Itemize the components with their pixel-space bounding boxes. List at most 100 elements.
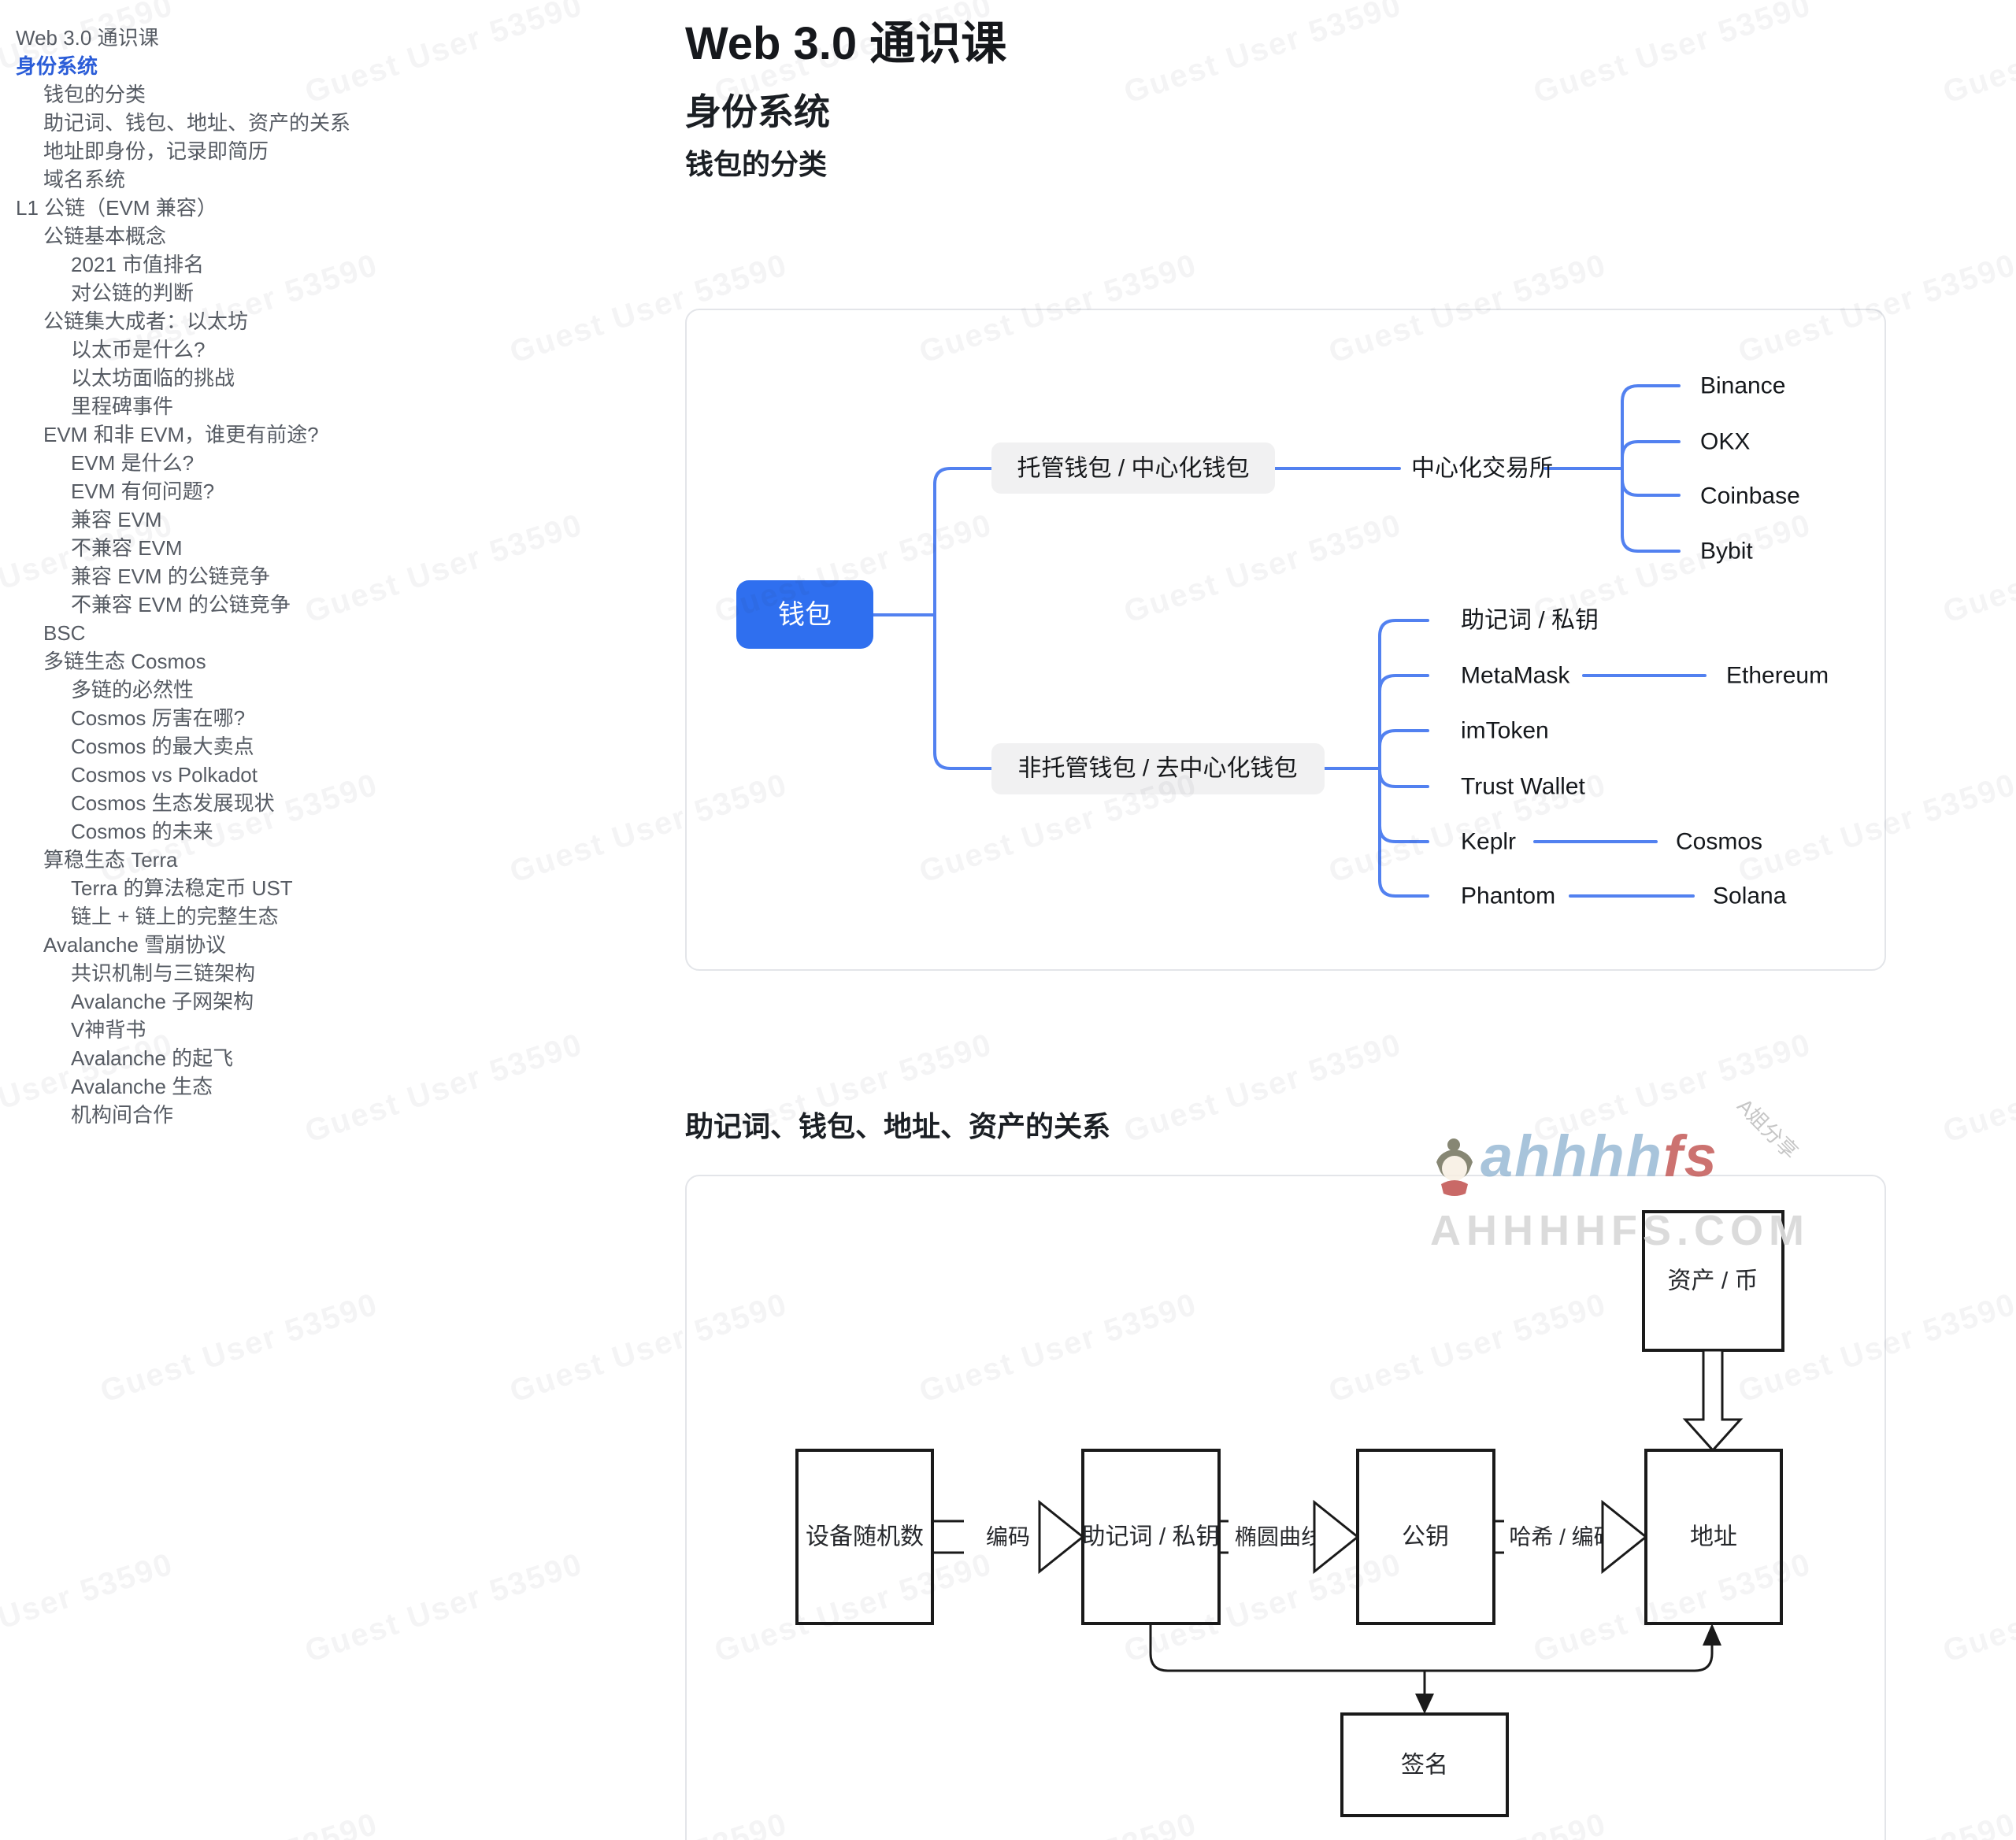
edge-label: 哈希 / 编码 xyxy=(1509,1525,1615,1549)
sidebar-item[interactable]: 不兼容 EVM xyxy=(71,536,183,560)
right-arrowhead-icon xyxy=(1601,1499,1648,1575)
sidebar-item[interactable]: Avalanche 的起飞 xyxy=(71,1046,234,1070)
watermark-text: Guest User 53590 xyxy=(1120,0,1406,110)
wallet-child-label: imToken xyxy=(1461,718,1549,744)
sidebar-item[interactable]: V神背书 xyxy=(71,1018,146,1042)
watermark-text: Guest User 53590 xyxy=(0,1546,178,1668)
sidebar-item[interactable]: 里程碑事件 xyxy=(71,394,174,418)
sidebar-item[interactable]: 机构间合作 xyxy=(71,1103,174,1127)
sidebar-item[interactable]: 共识机制与三链架构 xyxy=(71,961,256,985)
subsection-heading-wallet-types: 钱包的分类 xyxy=(685,148,828,180)
wallet-mindmap-card: 钱包 托管钱包 / 中心化钱包 非托管钱包 / 去中心化钱包 中心化交易所 Bi… xyxy=(685,309,1886,971)
down-arrow-icon xyxy=(1682,1349,1744,1453)
edge-label-bg xyxy=(964,1510,1052,1562)
edge-label: 编码 xyxy=(986,1525,1030,1549)
sidebar-item[interactable]: 以太坊面临的挑战 xyxy=(71,366,235,390)
sidebar-item[interactable]: Cosmos 的未来 xyxy=(71,820,213,843)
cex-child-label: Coinbase xyxy=(1700,483,1800,509)
flow-node-label: 设备随机数 xyxy=(806,1524,924,1550)
watermark-text: Guest User 53590 xyxy=(1939,1027,2016,1150)
sign-node-label: 签名 xyxy=(1401,1753,1448,1779)
sidebar-item[interactable]: EVM 和非 EVM，谁更有前途? xyxy=(43,423,319,446)
wallet-child-label: 助记词 / 私钥 xyxy=(1461,608,1599,634)
sidebar-item[interactable]: 不兼容 EVM 的公链竞争 xyxy=(71,593,291,616)
sign-node-box xyxy=(1340,1712,1509,1817)
sidebar-item[interactable]: 多链的必然性 xyxy=(71,678,195,702)
sidebar-item[interactable]: Cosmos 的最大卖点 xyxy=(71,735,254,758)
noncustodial-node-box[interactable] xyxy=(991,743,1325,794)
down-arrowhead-icon xyxy=(1415,1694,1434,1714)
sidebar-nav: Web 3.0 通识课身份系统钱包的分类助记词、钱包、地址、资产的关系地址即身份… xyxy=(0,24,472,1129)
wallet-child-label: Trust Wallet xyxy=(1461,774,1585,800)
sidebar-item[interactable]: 公链集大成者：以太坊 xyxy=(43,309,249,333)
relation-flowchart-diagram: 资产 / 币 编码 椭圆曲线 哈希 / 编码 xyxy=(795,1210,1784,1817)
ahhhhfs-tagline: A姐分享 xyxy=(1732,1094,1803,1164)
chain-label: Cosmos xyxy=(1676,829,1762,855)
wallet-child-label: Phantom xyxy=(1461,883,1555,909)
edge-label: 椭圆曲线 xyxy=(1235,1525,1323,1549)
watermark-text: Guest User 53590 xyxy=(1120,1027,1406,1150)
sidebar-item[interactable]: Cosmos vs Polkadot xyxy=(71,763,258,787)
sidebar-item[interactable]: 地址即身份，记录即简历 xyxy=(43,139,269,163)
watermark-text: Guest User 53590 xyxy=(301,1546,587,1669)
sidebar-item[interactable]: 对公链的判断 xyxy=(71,281,195,305)
flow-node-box xyxy=(1644,1449,1783,1625)
sidebar-item[interactable]: 算稳生态 Terra xyxy=(43,848,178,872)
sidebar-item[interactable]: EVM 有何问题? xyxy=(71,479,215,503)
watermark-text: Guest User 53590 xyxy=(1939,1546,2016,1669)
flow-node-label: 公钥 xyxy=(1402,1524,1449,1550)
flow-node-box xyxy=(1356,1449,1495,1625)
edge-label-bg xyxy=(1228,1510,1329,1562)
cex-child-label: Binance xyxy=(1700,373,1785,399)
sidebar-item[interactable]: Cosmos 生态发展现状 xyxy=(71,791,275,815)
sidebar-item[interactable]: L1 公链（EVM 兼容） xyxy=(16,196,217,220)
root-node-label: 钱包 xyxy=(778,600,832,630)
right-arrowhead-icon xyxy=(1313,1499,1360,1575)
up-arrowhead-icon xyxy=(1703,1623,1721,1646)
chain-label: Ethereum xyxy=(1726,663,1829,689)
watermark-text: Guest User 53590 xyxy=(1939,0,2016,110)
chain-label: Solana xyxy=(1713,883,1787,909)
sidebar-item[interactable]: Web 3.0 通识课 xyxy=(16,26,159,50)
watermark-text: Guest User 53590 xyxy=(1939,507,2016,630)
sidebar-item[interactable]: 兼容 EVM 的公链竞争 xyxy=(71,565,270,588)
sidebar-item[interactable]: 公链基本概念 xyxy=(43,224,167,248)
sidebar-item[interactable]: 助记词、钱包、地址、资产的关系 xyxy=(43,111,351,135)
sidebar-item[interactable]: 多链生态 Cosmos xyxy=(43,650,206,673)
asset-node-label: 资产 / 币 xyxy=(1667,1268,1758,1294)
edge-label-bg xyxy=(1504,1510,1621,1562)
flow-node-box xyxy=(1081,1449,1221,1625)
flow-node-label: 地址 xyxy=(1690,1524,1737,1550)
sidebar-item[interactable]: Cosmos 厉害在哪? xyxy=(71,706,246,730)
right-arrowhead-icon xyxy=(1038,1499,1085,1575)
sidebar-item[interactable]: EVM 是什么? xyxy=(71,451,195,475)
section-heading-identity: 身份系统 xyxy=(685,91,830,132)
sidebar-item[interactable]: BSC xyxy=(43,621,86,645)
watermark-text: Guest User 53590 xyxy=(96,1287,383,1409)
sidebar-item[interactable]: Avalanche 生态 xyxy=(71,1075,213,1098)
sidebar-item[interactable]: 钱包的分类 xyxy=(43,83,146,106)
sidebar-item[interactable]: Avalanche 子网架构 xyxy=(71,990,254,1013)
root-node-box[interactable] xyxy=(736,580,873,649)
asset-node-box xyxy=(1642,1210,1784,1352)
sidebar-item[interactable]: 域名系统 xyxy=(43,168,126,191)
custodial-node-box[interactable] xyxy=(991,442,1275,494)
flow-node-label: 助记词 / 私钥 xyxy=(1081,1524,1219,1550)
sidebar-item[interactable]: 以太币是什么? xyxy=(71,338,206,361)
watermark-text: Guest User 53590 xyxy=(1529,0,1816,110)
sidebar-item[interactable]: Avalanche 雪崩协议 xyxy=(43,933,227,957)
wallet-mindmap-diagram: 钱包 托管钱包 / 中心化钱包 非托管钱包 / 去中心化钱包 中心化交易所 Bi… xyxy=(736,373,1829,909)
sidebar-item[interactable]: 链上 + 链上的完整生态 xyxy=(71,905,279,928)
cex-child-label: OKX xyxy=(1700,429,1750,455)
custodial-node-label: 托管钱包 / 中心化钱包 xyxy=(1017,456,1249,482)
page-title: Web 3.0 通识课 xyxy=(685,18,1007,69)
watermark-text: Guest User 53590 xyxy=(96,1806,383,1840)
cex-label: 中心化交易所 xyxy=(1411,456,1553,482)
wallet-child-label: MetaMask xyxy=(1461,663,1570,689)
subsection-heading-relations: 助记词、钱包、地址、资产的关系 xyxy=(685,1110,1111,1142)
sidebar-item[interactable]: Terra 的算法稳定币 UST xyxy=(71,876,293,900)
sidebar-item[interactable]: 兼容 EVM xyxy=(71,508,162,531)
sidebar-item[interactable]: 2021 市值排名 xyxy=(71,253,205,276)
sidebar-item[interactable]: 身份系统 xyxy=(16,54,98,78)
